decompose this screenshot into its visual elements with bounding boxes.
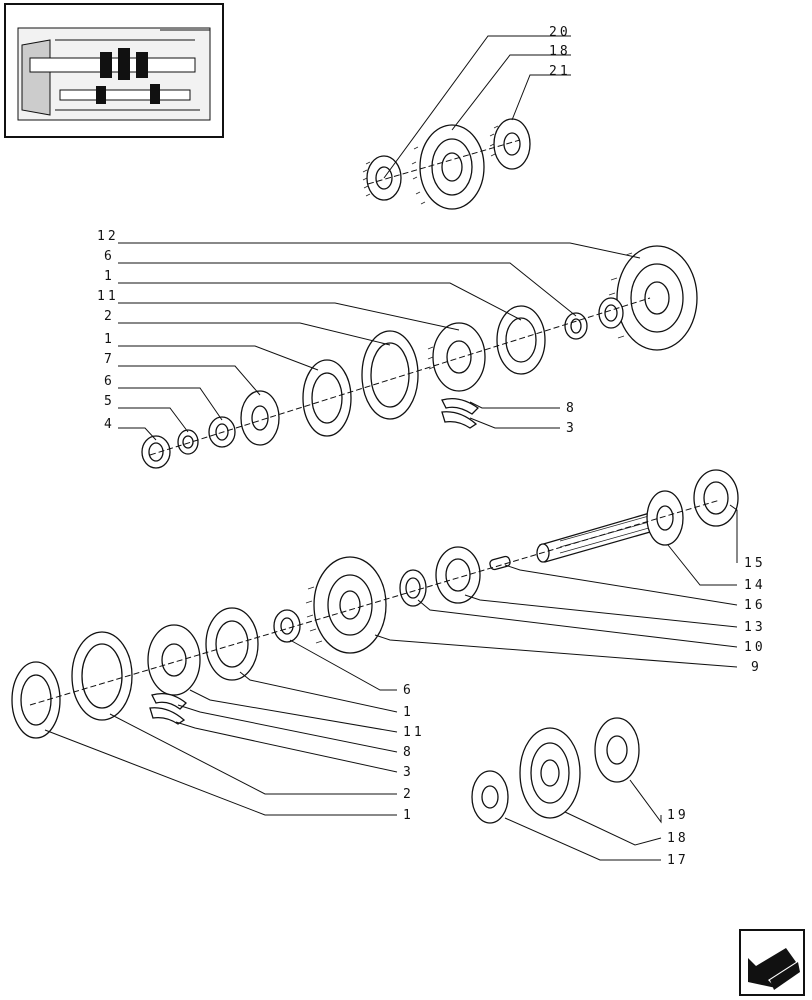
bushing-6b-upper <box>564 312 588 340</box>
hub-11-upper <box>427 322 486 392</box>
label-14: 14 <box>744 578 766 593</box>
label-1-c: 1 <box>403 705 414 720</box>
label-10: 10 <box>744 640 766 655</box>
large-gear-12 <box>608 245 698 351</box>
ring-5 <box>177 429 199 455</box>
transmission-locator-icon <box>4 3 224 138</box>
sleeve-2-upper <box>361 330 419 420</box>
callout-labels: 20 18 21 12 6 1 11 2 1 7 6 5 4 8 3 15 14… <box>97 25 766 868</box>
label-19: 19 <box>667 808 689 823</box>
label-3-a: 3 <box>566 421 577 436</box>
label-6-c: 6 <box>403 683 414 698</box>
label-6-a: 6 <box>104 249 115 264</box>
bushing-6-upper <box>598 297 624 329</box>
label-3-b: 3 <box>403 765 414 780</box>
bushing-6-lower <box>273 609 301 643</box>
bottom-gear-cluster <box>471 717 640 824</box>
gear-21 <box>489 118 531 170</box>
label-16: 16 <box>744 598 766 613</box>
upper-assembly <box>141 245 698 469</box>
sync-ring-1-lower-left <box>11 661 61 739</box>
label-1-d: 1 <box>403 808 414 823</box>
gear-9 <box>305 556 387 654</box>
label-8-a: 8 <box>566 401 577 416</box>
label-18-top: 18 <box>549 44 571 59</box>
gear-19 <box>594 717 640 783</box>
label-8-b: 8 <box>403 745 414 760</box>
label-1-a: 1 <box>104 269 115 284</box>
bearing-4 <box>141 435 171 469</box>
label-2-a: 2 <box>104 309 115 324</box>
label-11-b: 11 <box>403 725 425 740</box>
label-2-b: 2 <box>403 787 414 802</box>
lower-assembly <box>11 469 739 739</box>
label-15: 15 <box>744 556 766 571</box>
pin-16 <box>489 555 511 571</box>
bearing-13 <box>435 546 481 604</box>
sync-ring-1-upper-right <box>496 305 546 375</box>
label-5: 5 <box>104 394 115 409</box>
synchro-hub-18-top <box>411 124 485 210</box>
sync-ring-1-lower-right <box>205 607 259 681</box>
label-20: 20 <box>549 25 571 40</box>
sync-ring-1-upper-left <box>302 359 352 437</box>
top-gear-cluster <box>362 118 531 210</box>
label-13: 13 <box>744 620 766 635</box>
label-18-bottom: 18 <box>667 831 689 846</box>
key-8-3-upper <box>441 397 479 429</box>
label-4: 4 <box>104 417 115 432</box>
label-7: 7 <box>104 352 115 367</box>
hub-11-lower <box>147 624 201 696</box>
shaft-14 <box>536 490 684 563</box>
label-21: 21 <box>549 64 571 79</box>
synchro-hub-18-bottom <box>519 727 581 819</box>
label-17: 17 <box>667 853 689 868</box>
next-page-arrow-icon[interactable] <box>739 929 805 996</box>
gear-17 <box>471 770 509 824</box>
bearing-15 <box>693 469 739 527</box>
label-11-a: 11 <box>97 289 119 304</box>
label-1-b: 1 <box>104 332 115 347</box>
gear-7 <box>240 390 280 446</box>
sleeve-2-lower <box>71 631 133 721</box>
key-8-3-lower <box>149 692 187 725</box>
label-9: 9 <box>751 660 762 675</box>
label-6-b: 6 <box>104 374 115 389</box>
washer-10 <box>399 569 427 607</box>
label-12: 12 <box>97 229 119 244</box>
leader-lines <box>44 35 738 861</box>
